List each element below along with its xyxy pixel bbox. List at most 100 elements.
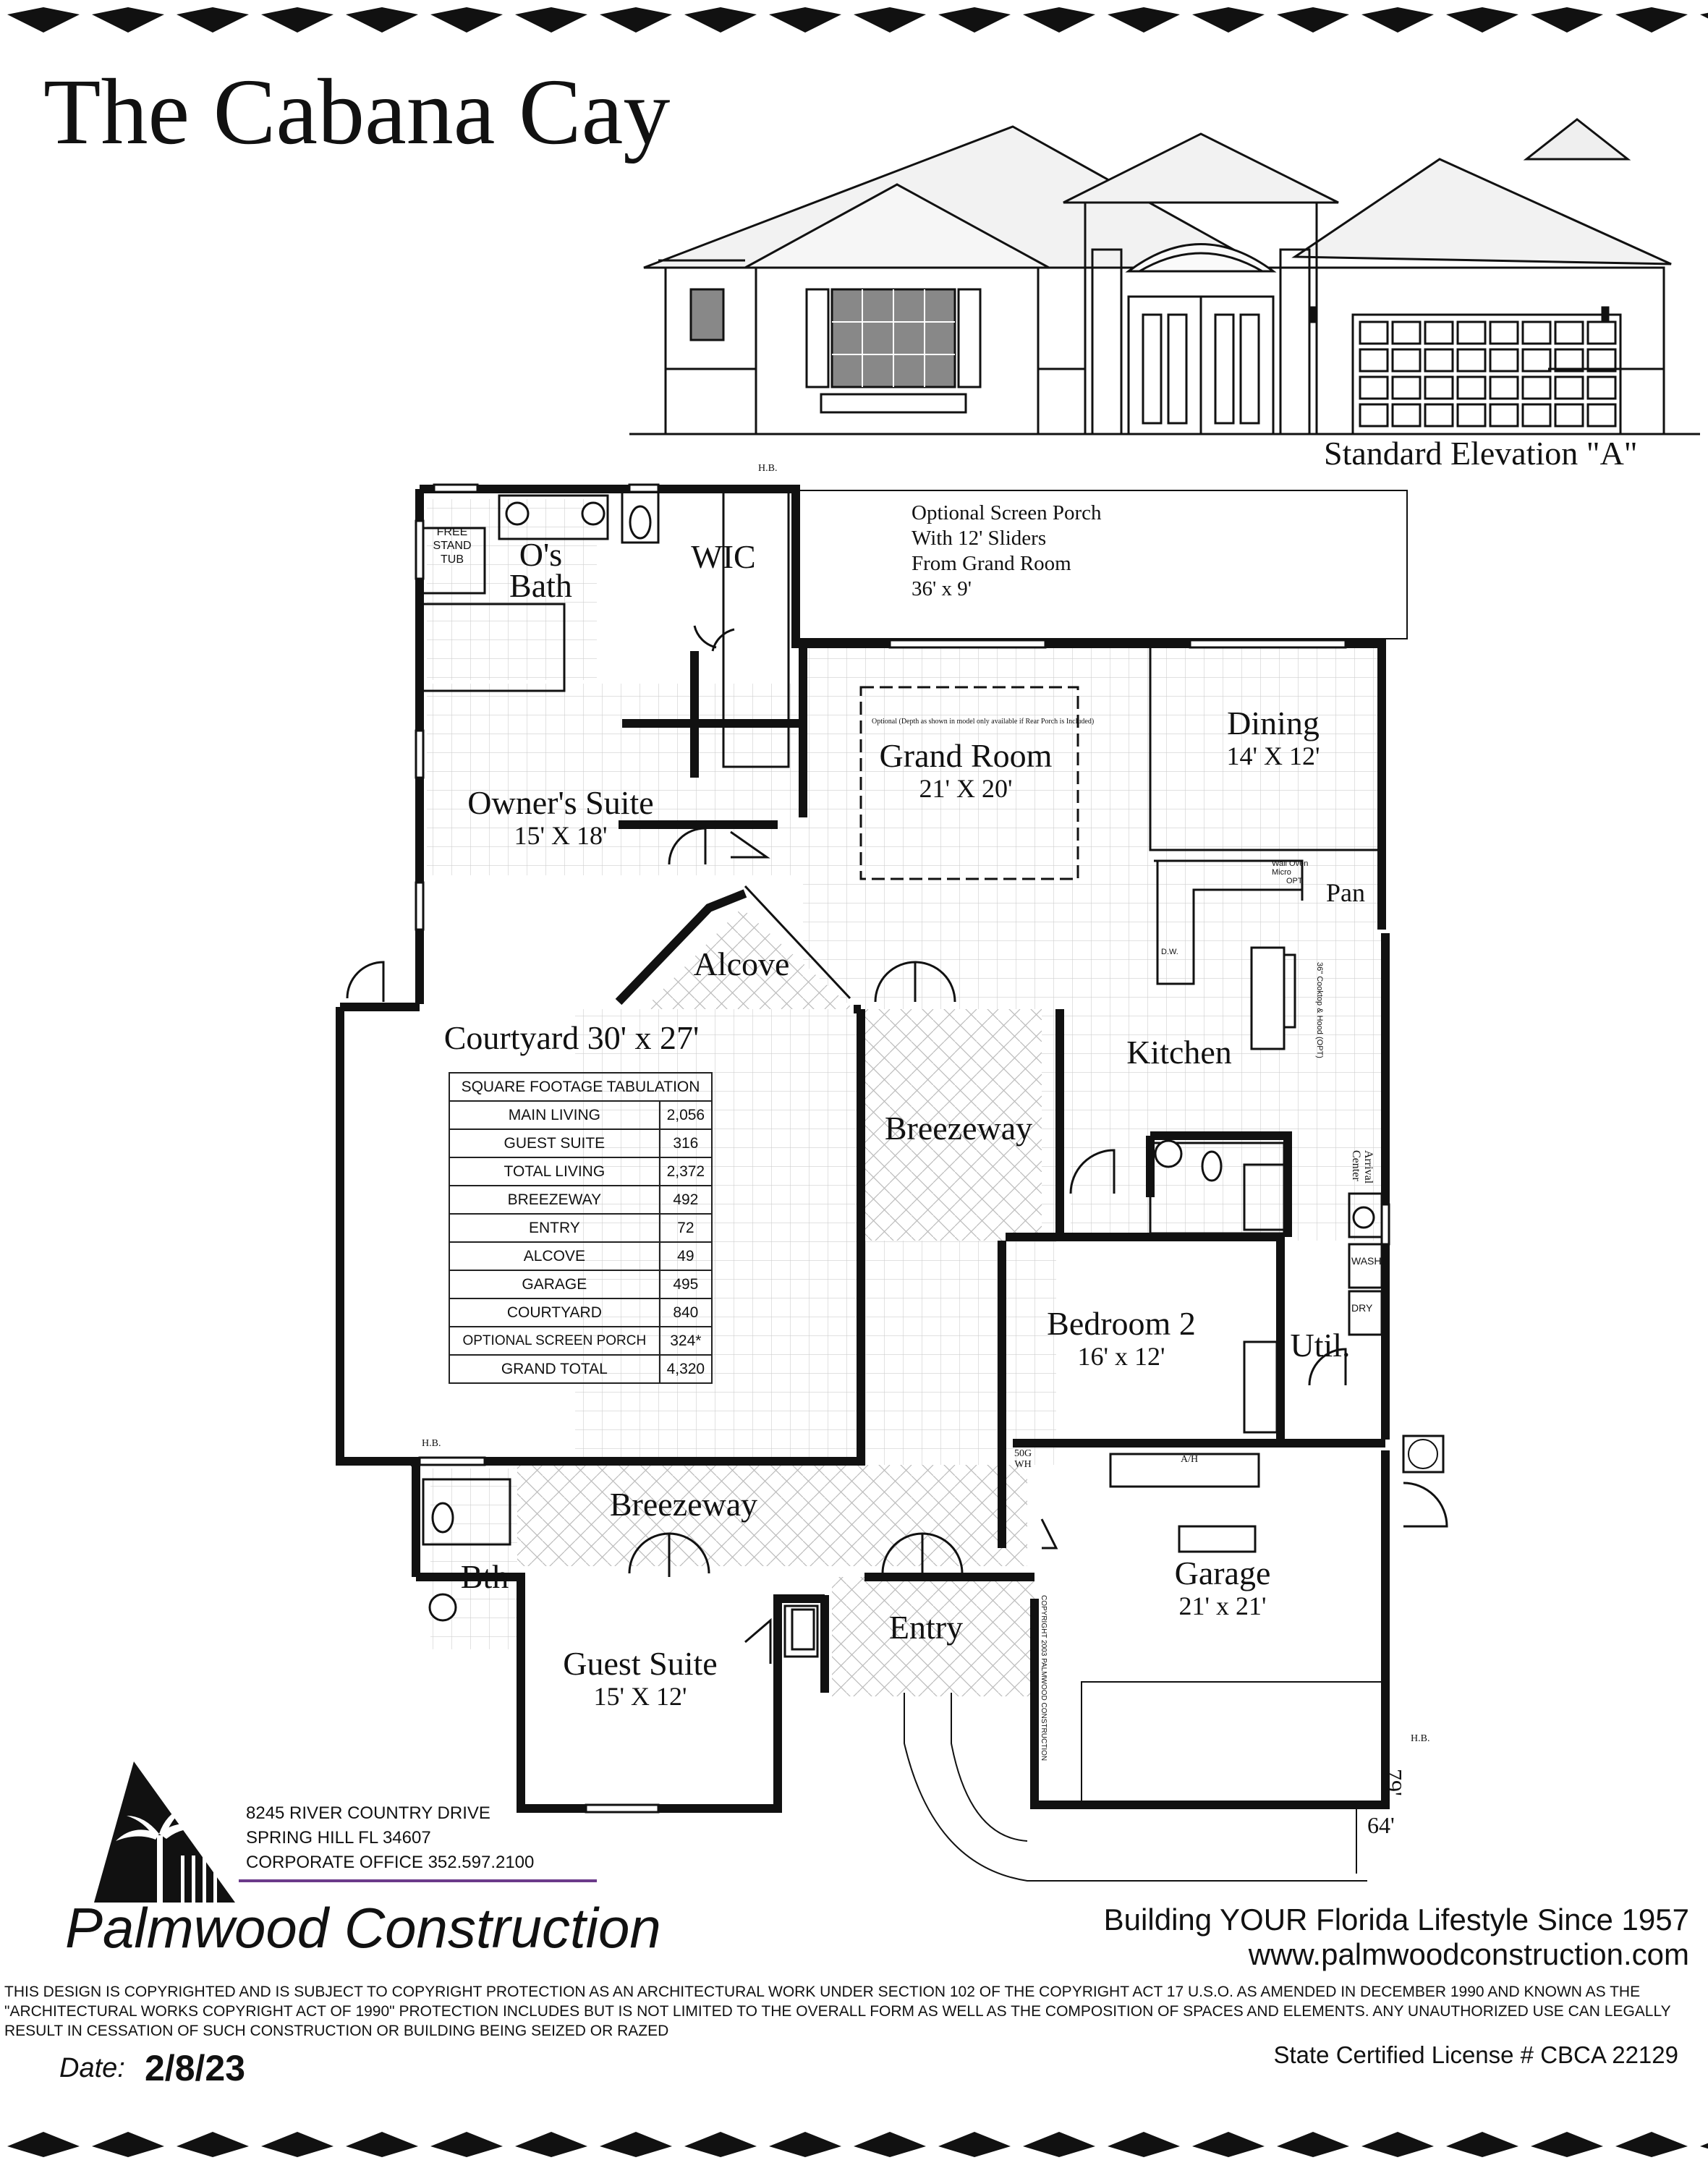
date-label: Date: xyxy=(59,2053,125,2083)
garage-door-panel xyxy=(1489,375,1519,400)
band-wedge xyxy=(769,7,841,33)
band-wedge xyxy=(1277,7,1349,33)
band-wedge xyxy=(515,7,587,33)
band-wedge xyxy=(1615,2132,1688,2157)
garage-door-panel xyxy=(1359,348,1389,373)
band-wedge xyxy=(684,2132,757,2157)
hose-bib-label-3: H.B. xyxy=(1411,1733,1430,1744)
band-wedge xyxy=(346,2132,418,2157)
garage-door-panel xyxy=(1391,375,1422,400)
band-wedge xyxy=(1108,7,1180,33)
garage-door-panel xyxy=(1586,403,1617,428)
copyright-vertical-note: COPYRIGHT 2003 PALMWOOD CONSTRUCTION xyxy=(1040,1595,1048,1761)
palmwood-logo xyxy=(94,1761,235,1903)
garage-door-panel xyxy=(1521,375,1552,400)
website-link[interactable]: www.palmwoodconstruction.com xyxy=(1248,1937,1689,1971)
air-handler-label: A/H xyxy=(1181,1454,1199,1465)
garage-door-panel xyxy=(1586,348,1617,373)
band-wedge xyxy=(938,2132,1011,2157)
date-value: 2/8/23 xyxy=(145,2048,246,2088)
garage-door-panel xyxy=(1521,403,1552,428)
band-wedge xyxy=(177,7,249,33)
grand-room-optional-note: Optional (Depth as shown in model only a… xyxy=(872,718,1095,726)
company-name: Palmwood Construction xyxy=(65,1896,661,1960)
garage-door-panel xyxy=(1391,403,1422,428)
band-wedge xyxy=(92,2132,164,2157)
garage-door-panel xyxy=(1586,375,1617,400)
band-wedge xyxy=(1108,2132,1180,2157)
band-wedge xyxy=(684,7,757,33)
garage-door-panel xyxy=(1424,320,1454,345)
band-wedge xyxy=(261,2132,333,2157)
top-decorative-band xyxy=(7,7,1708,33)
band-wedge xyxy=(1192,2132,1265,2157)
band-wedge xyxy=(1361,7,1434,33)
band-wedge xyxy=(1531,2132,1603,2157)
hose-bib-label-1: H.B. xyxy=(758,463,778,474)
company-address: 8245 RIVER COUNTRY DRIVE SPRING HILL FL … xyxy=(246,1803,535,1872)
garage-door-panel xyxy=(1456,375,1487,400)
band-wedge xyxy=(1023,2132,1095,2157)
band-wedge xyxy=(854,7,926,33)
garage-door-panel xyxy=(1456,403,1487,428)
garage-door-panel xyxy=(1359,320,1389,345)
pantry-label: Pan xyxy=(1326,878,1365,907)
garage-door-panel xyxy=(1359,375,1389,400)
dryer-label: DRY xyxy=(1351,1302,1373,1314)
band-wedge xyxy=(1446,7,1518,33)
band-wedge xyxy=(938,7,1011,33)
band-wedge xyxy=(1446,2132,1518,2157)
tagline: Building YOUR Florida Lifestyle Since 19… xyxy=(1103,1903,1689,1937)
band-wedge xyxy=(92,7,164,33)
garage-door-panel xyxy=(1489,348,1519,373)
license-number: State Certified License # CBCA 22129 xyxy=(1273,2041,1678,2068)
band-wedge xyxy=(346,7,418,33)
band-wedge xyxy=(1192,7,1265,33)
band-wedge xyxy=(1023,7,1095,33)
bath-label: Bth xyxy=(460,1558,509,1595)
wic-label: WIC xyxy=(691,538,756,575)
alcove-label: Alcove xyxy=(693,945,790,982)
band-wedge xyxy=(1531,7,1603,33)
hose-bib-label-2: H.B. xyxy=(422,1438,441,1449)
garage-door-panel xyxy=(1424,375,1454,400)
band-wedge xyxy=(769,2132,841,2157)
garage-door-panel xyxy=(1489,403,1519,428)
garage-door-panel xyxy=(1391,320,1422,345)
band-wedge xyxy=(430,7,503,33)
tagline-block: Building YOUR Florida Lifestyle Since 19… xyxy=(1013,1903,1689,1972)
band-wedge xyxy=(600,7,672,33)
band-wedge xyxy=(600,2132,672,2157)
garage-door-panel xyxy=(1521,320,1552,345)
copyright-notice: THIS DESIGN IS COPYRIGHTED AND IS SUBJEC… xyxy=(4,1984,1671,2039)
courtyard-label: Courtyard 30' x 27' xyxy=(443,1019,700,1056)
garage-door-panel xyxy=(1391,348,1422,373)
width-dimension: 64' xyxy=(1367,1812,1395,1838)
garage-door-panel xyxy=(1554,403,1584,428)
garage-door-panel xyxy=(1424,403,1454,428)
garage-door-panel xyxy=(1456,320,1487,345)
elevation-label: Standard Elevation "A" xyxy=(1324,435,1638,472)
band-wedge xyxy=(430,2132,503,2157)
bottom-decorative-band xyxy=(7,2132,1708,2157)
washer-label: WASH xyxy=(1351,1255,1382,1267)
page-title: The Cabana Cay xyxy=(43,60,671,164)
band-wedge xyxy=(1615,7,1688,33)
table-header: SQUARE FOOTAGE TABULATION xyxy=(449,1072,713,1102)
